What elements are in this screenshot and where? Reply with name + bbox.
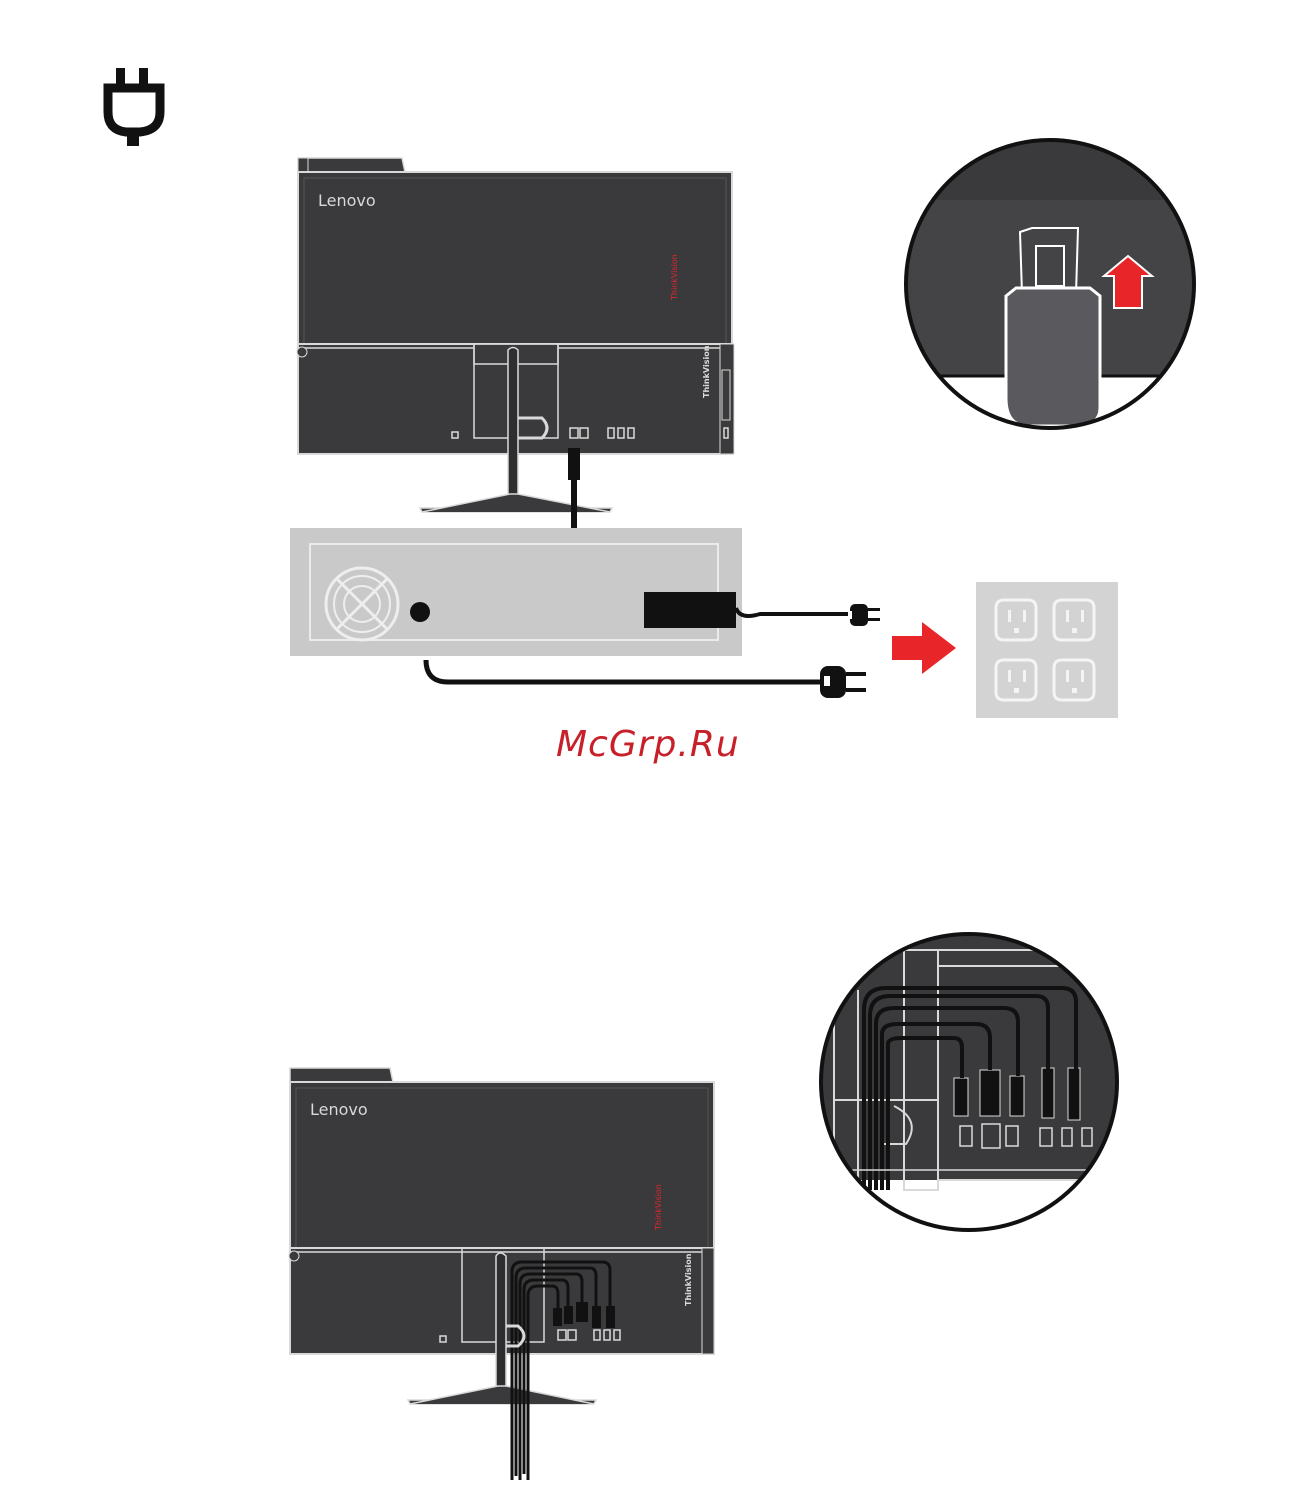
- monitor-model-bottom: ThinkVision: [684, 1254, 693, 1306]
- monitor-brand-top: ThinkVision: [670, 254, 679, 300]
- monitor-logo-bottom: Lenovo: [310, 1100, 368, 1119]
- plug-icon: [100, 64, 170, 148]
- zoom-inset-bottom: [814, 930, 1124, 1240]
- monitor-logo-top: Lenovo: [318, 191, 376, 210]
- monitor-model-top: ThinkVision: [702, 346, 711, 398]
- figure-bottom: [280, 1060, 740, 1480]
- monitor-brand-bottom: ThinkVision: [654, 1184, 663, 1230]
- zoom-inset-top: [900, 136, 1200, 436]
- watermark-text: McGrp.Ru: [556, 724, 740, 765]
